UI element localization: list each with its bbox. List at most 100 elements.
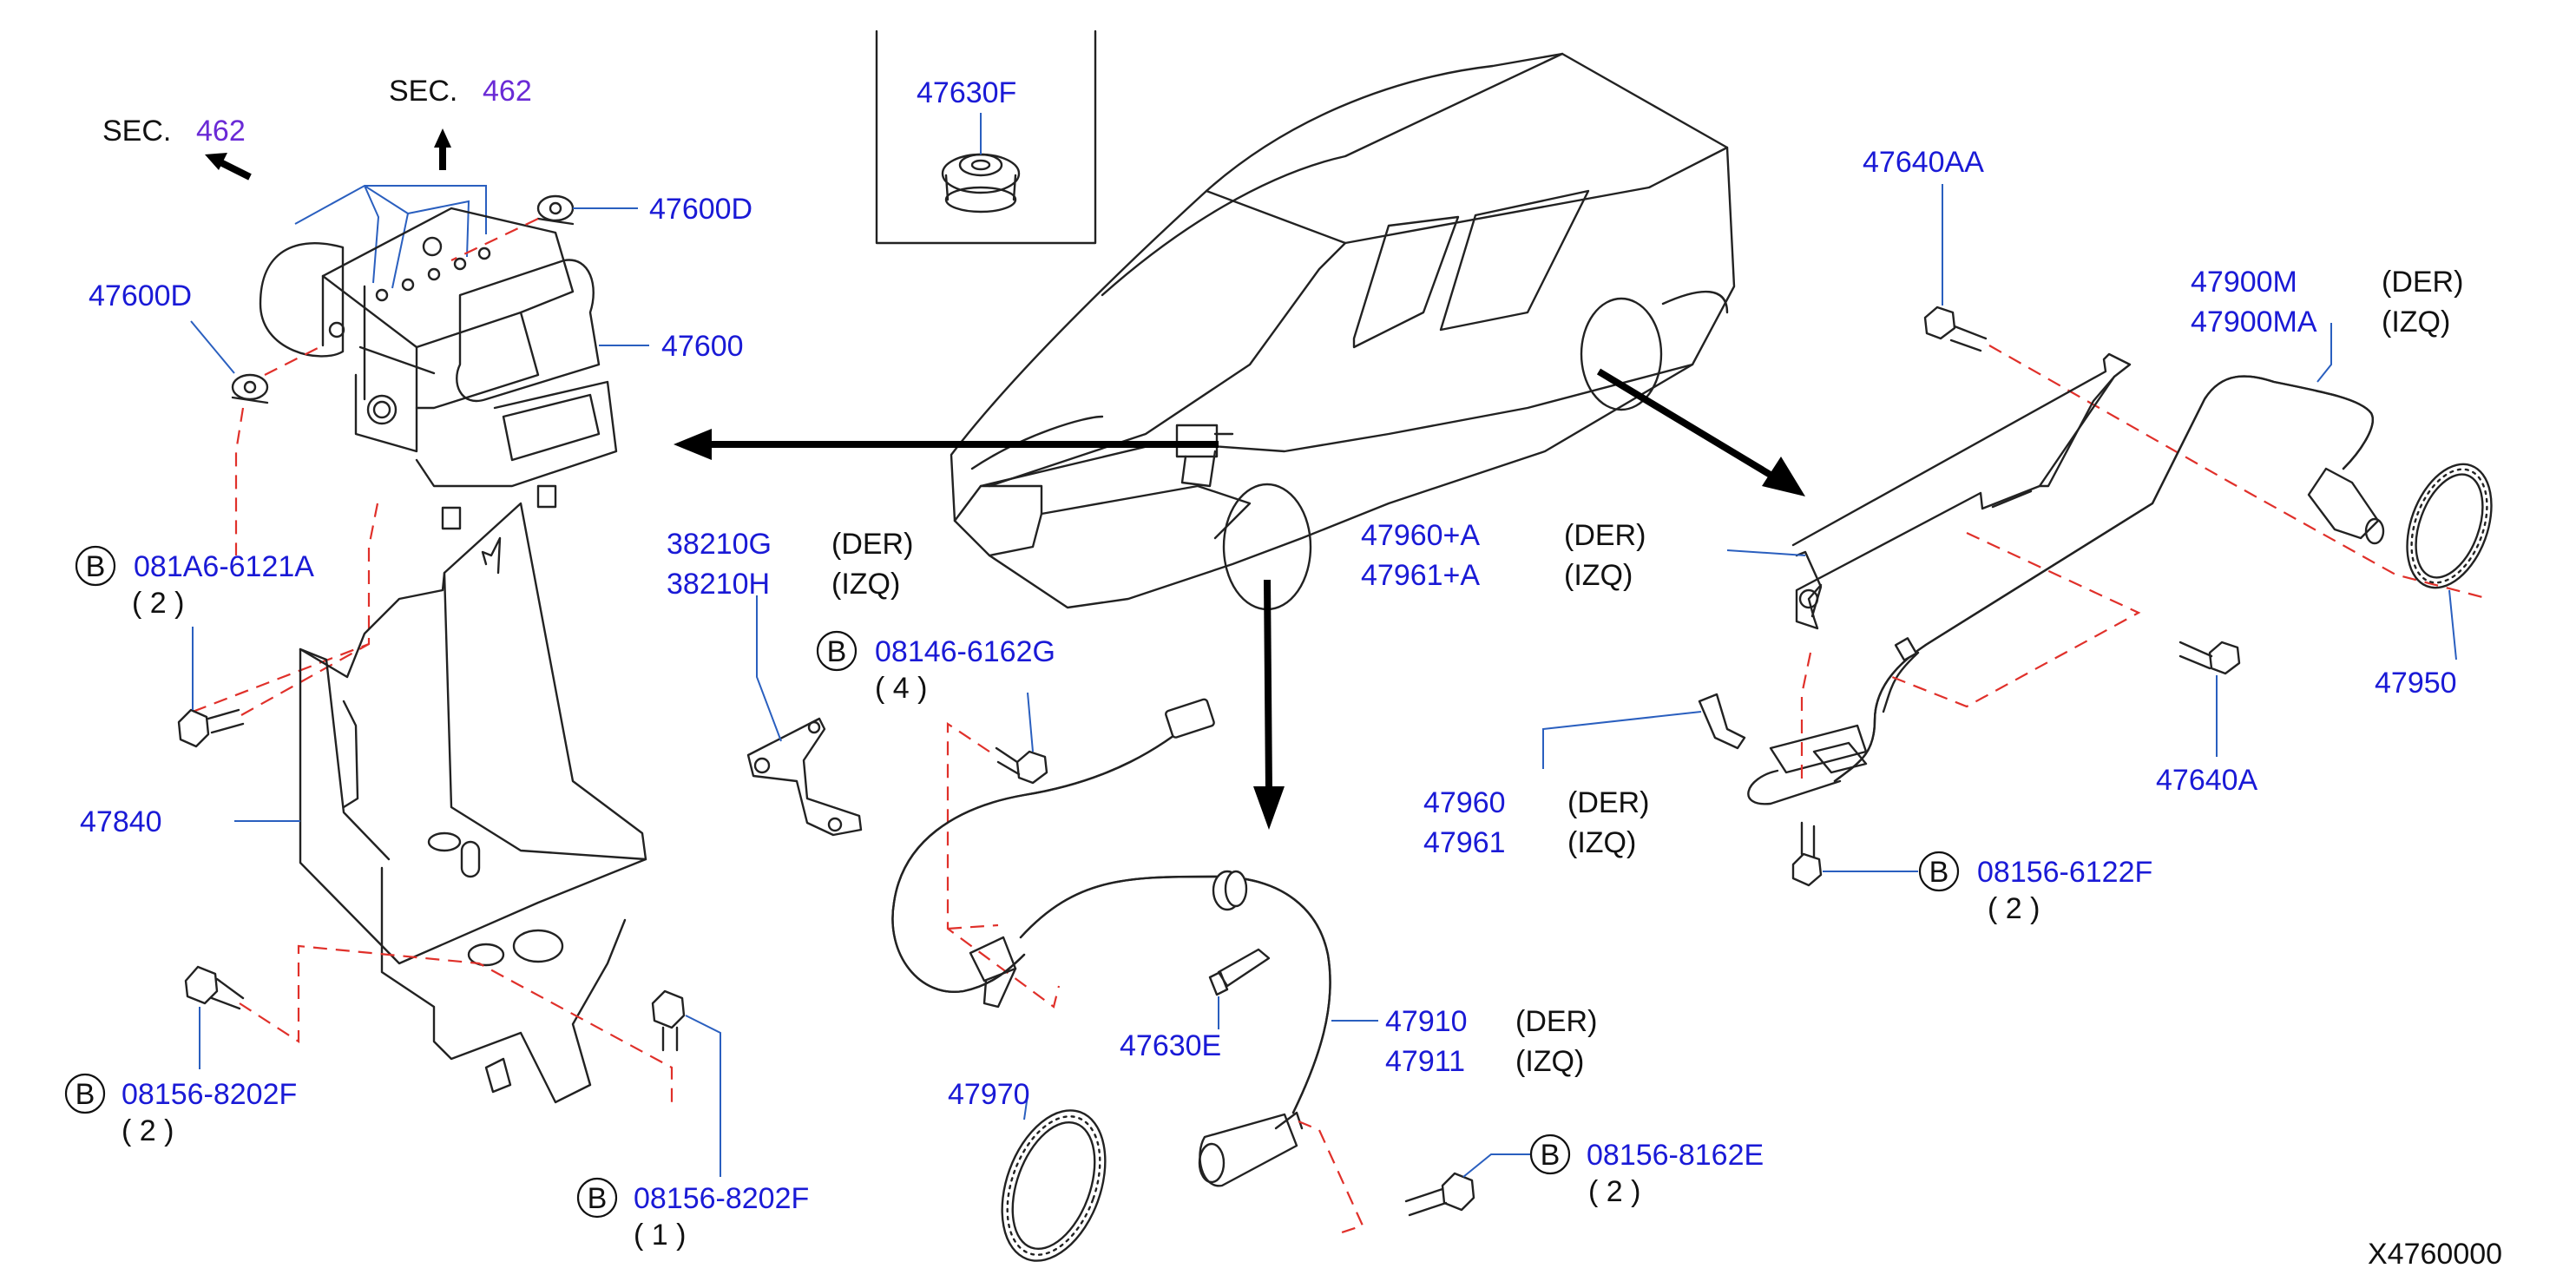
b-badge <box>75 545 116 587</box>
rear-sensor-wire-drawing <box>1747 375 2385 805</box>
car-arrows <box>674 368 1805 830</box>
svg-text:081A6-6121A: 081A6-6121A <box>134 550 314 583</box>
b-badge <box>816 630 858 672</box>
bracket-47960-drawing <box>1698 693 1746 750</box>
b-badge <box>1918 851 1960 892</box>
callout-47900M[interactable]: 47900M (DER) 47900MA (IZQ) <box>2191 266 2463 383</box>
callout-47960[interactable]: 47960 (DER) 47961 (IZQ) <box>1423 711 1702 859</box>
bolt-081A6-drawing <box>177 708 245 748</box>
callout-47600D-left[interactable]: 47600D <box>89 279 235 374</box>
svg-text:47640A: 47640A <box>2156 764 2258 797</box>
svg-text:47840: 47840 <box>80 805 162 838</box>
b-badge <box>64 1073 106 1114</box>
bracket-47840-drawing <box>299 502 647 1104</box>
bolt-8162E-drawing <box>1404 1172 1475 1217</box>
callout-38210[interactable]: 38210G (DER) 38210H (IZQ) <box>667 528 913 742</box>
callout-47970[interactable]: 47970 <box>948 1078 1030 1120</box>
section-ref-left[interactable]: SEC. 462 <box>102 115 246 148</box>
svg-text:08156-8202F: 08156-8202F <box>634 1182 809 1215</box>
callout-08156-8202F-left[interactable]: B 08156-8202F ( 2 ) <box>64 1007 297 1147</box>
svg-text:462: 462 <box>196 115 246 148</box>
callout-47640AA[interactable]: 47640AA <box>1863 146 1984 306</box>
svg-text:47961+A: 47961+A <box>1361 559 1480 592</box>
svg-text:08156-8162E: 08156-8162E <box>1587 1139 1764 1172</box>
svg-text:(IZQ): (IZQ) <box>1515 1045 1584 1078</box>
callout-47630E[interactable]: 47630E <box>1120 996 1221 1062</box>
svg-text:( 2 ): ( 2 ) <box>132 587 184 620</box>
svg-text:47960+A: 47960+A <box>1361 519 1480 552</box>
car-drawing <box>950 52 1736 611</box>
svg-text:(DER): (DER) <box>831 528 913 561</box>
svg-text:47630F: 47630F <box>917 76 1016 109</box>
svg-text:SEC.: SEC. <box>102 115 171 148</box>
svg-text:B: B <box>86 550 106 583</box>
grommet-47600D-left-drawing <box>231 373 269 404</box>
callout-08156-8162E[interactable]: B 08156-8162E ( 2 ) <box>1462 1134 1764 1208</box>
svg-text:SEC.: SEC. <box>389 75 457 108</box>
svg-text:38210G: 38210G <box>667 528 772 561</box>
svg-text:(IZQ): (IZQ) <box>831 568 900 601</box>
callout-47840[interactable]: 47840 <box>80 805 300 838</box>
callout-08146-6162G[interactable]: B 08146-6162G ( 4 ) <box>816 630 1055 752</box>
svg-text:( 2 ): ( 2 ) <box>1588 1175 1640 1208</box>
b-badge <box>576 1177 618 1219</box>
tone-ring-47970-drawing <box>1001 1109 1107 1262</box>
svg-text:47961: 47961 <box>1423 826 1506 859</box>
callout-08156-6122F[interactable]: B 08156-6122F ( 2 ) <box>1823 851 2152 925</box>
svg-text:47600D: 47600D <box>649 193 752 226</box>
bolt-8202F-bottom-drawing <box>651 989 686 1052</box>
svg-text:(DER): (DER) <box>1567 786 1649 819</box>
b-badge <box>1529 1134 1571 1175</box>
svg-text:(DER): (DER) <box>2382 266 2463 299</box>
bracket-38210-drawing <box>746 717 863 837</box>
svg-text:47900MA: 47900MA <box>2191 306 2317 338</box>
inset-47630F <box>875 30 1097 245</box>
front-sensor-wire-drawing <box>891 698 1331 1187</box>
bolt-6162G-drawing <box>995 746 1048 785</box>
svg-text:(IZQ): (IZQ) <box>1564 559 1633 592</box>
svg-text:462: 462 <box>483 75 532 108</box>
callout-47640A[interactable]: 47640A <box>2156 675 2258 797</box>
bolt-8202F-left-drawing <box>184 965 245 1010</box>
abs-actuator-drawing <box>259 184 618 530</box>
svg-text:38210H: 38210H <box>667 568 770 601</box>
callout-47630F[interactable]: 47630F <box>917 76 1016 109</box>
section-ref-top[interactable]: SEC. 462 <box>389 75 532 108</box>
svg-text:47910: 47910 <box>1385 1005 1468 1038</box>
svg-text:47630E: 47630E <box>1120 1029 1221 1062</box>
bolt-47640AA-drawing <box>1923 306 1988 352</box>
callout-47910[interactable]: 47910 (DER) 47911 (IZQ) <box>1331 1005 1597 1078</box>
svg-text:( 2 ): ( 2 ) <box>122 1114 174 1147</box>
svg-text:( 1 ): ( 1 ) <box>634 1219 686 1252</box>
svg-text:B: B <box>1929 856 1949 889</box>
callout-47600[interactable]: 47600 <box>599 330 744 363</box>
tone-ring-47950-drawing <box>2406 463 2493 589</box>
svg-text:B: B <box>1541 1139 1561 1172</box>
diagram-id: X4760000 <box>2368 1238 2502 1271</box>
callout-081A6-6121A[interactable]: B 081A6-6121A ( 2 ) <box>75 545 314 710</box>
svg-text:( 4 ): ( 4 ) <box>875 672 927 705</box>
svg-text:B: B <box>76 1078 95 1111</box>
bolt-6122F-drawing <box>1791 821 1823 887</box>
svg-text:47900M: 47900M <box>2191 266 2297 299</box>
svg-text:47970: 47970 <box>948 1078 1030 1111</box>
callout-47960-plus-A[interactable]: 47960+A (DER) 47961+A (IZQ) <box>1361 519 1806 592</box>
callout-08156-8202F-bottom[interactable]: B 08156-8202F ( 1 ) <box>576 1015 809 1252</box>
svg-text:08156-8202F: 08156-8202F <box>122 1078 297 1111</box>
svg-text:(IZQ): (IZQ) <box>2382 306 2450 338</box>
callout-47950[interactable]: 47950 <box>2375 589 2457 700</box>
svg-text:47911: 47911 <box>1385 1045 1465 1078</box>
svg-text:47600: 47600 <box>661 330 744 363</box>
svg-text:47640AA: 47640AA <box>1863 146 1984 179</box>
rear-bracket-47960A-drawing <box>1791 352 2132 630</box>
grommet-47600D-top-drawing <box>536 194 575 226</box>
svg-text:B: B <box>588 1182 608 1215</box>
svg-text:B: B <box>827 635 847 668</box>
section-arrows <box>205 128 451 181</box>
clip-47630E-drawing <box>1208 948 1271 996</box>
svg-text:47600D: 47600D <box>89 279 192 312</box>
svg-text:08146-6162G: 08146-6162G <box>875 635 1055 668</box>
callout-47600D-top[interactable]: 47600D <box>573 193 752 226</box>
svg-text:(DER): (DER) <box>1515 1005 1597 1038</box>
